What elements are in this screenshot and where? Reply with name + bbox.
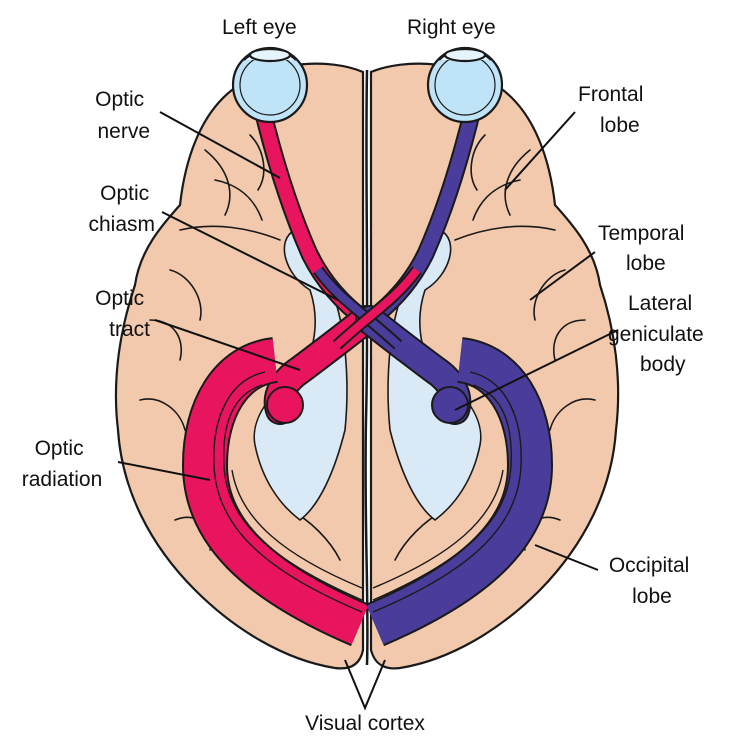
label-right-eye: Right eye [407, 16, 496, 39]
label-lateral-geniculate-body: Lateral geniculate body [608, 292, 710, 376]
left-eye [233, 48, 307, 122]
left-lateral-geniculate-body [267, 387, 303, 423]
label-optic-nerve: Optic nerve [95, 88, 150, 143]
label-optic-chiasm: Optic chiasm [88, 182, 155, 236]
label-occipital-lobe: Occipital lobe [609, 554, 695, 608]
label-temporal-lobe: Temporal lobe [598, 222, 690, 275]
label-left-eye: Left eye [222, 16, 297, 39]
right-lateral-geniculate-body [432, 387, 468, 423]
label-visual-cortex: Visual cortex [305, 712, 425, 735]
label-optic-radiation: Optic radiation [22, 437, 103, 491]
longitudinal-fissure [366, 70, 368, 665]
right-eye [428, 48, 502, 122]
label-frontal-lobe: Frontal lobe [578, 83, 649, 137]
